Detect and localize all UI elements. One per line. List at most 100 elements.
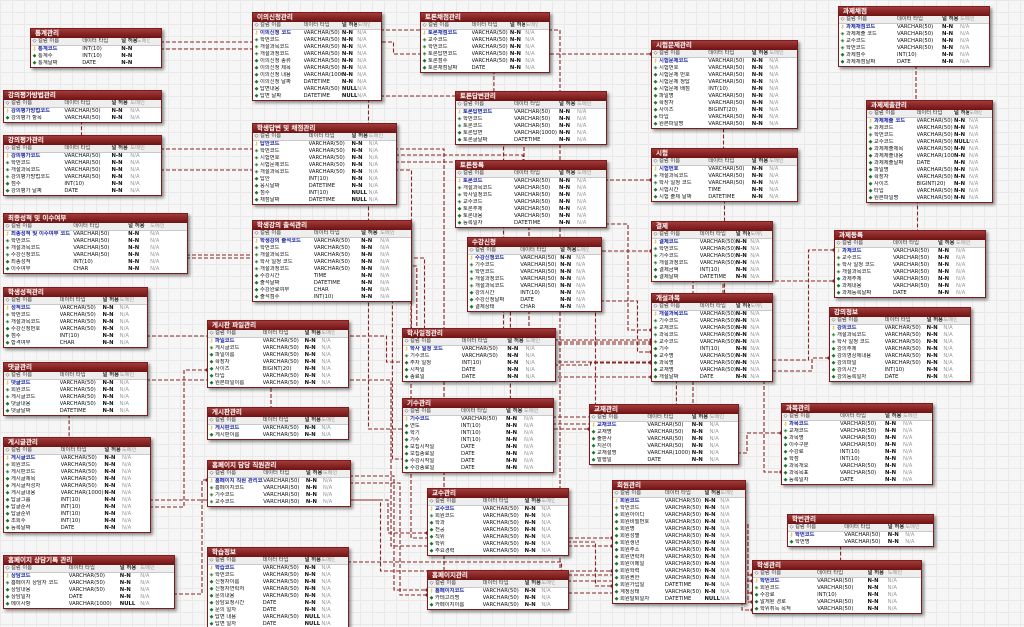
table-title[interactable]: 학생강의 출석관리: [253, 221, 411, 230]
table-title[interactable]: 과제등록: [835, 231, 985, 240]
table-title[interactable]: 시험: [652, 149, 797, 158]
table-title[interactable]: 게시글관리: [4, 438, 150, 447]
table-title[interactable]: 학생답변 및 채점관리: [253, 124, 396, 133]
table-title[interactable]: 통계관리: [31, 29, 161, 38]
table-title[interactable]: 학사일정관리: [403, 329, 555, 338]
table-title[interactable]: 강의평가방법관리: [4, 91, 161, 100]
table-title[interactable]: 과제채점: [839, 7, 989, 16]
table-title[interactable]: 교재관리: [590, 405, 738, 414]
table-title[interactable]: 학생관리: [753, 561, 921, 570]
table-title[interactable]: 학습정보: [208, 548, 348, 557]
table-title[interactable]: 게시판 파일관리: [208, 321, 348, 330]
table-title[interactable]: 수강신청: [468, 238, 601, 247]
table-title[interactable]: 교수관리: [428, 489, 568, 498]
table-title[interactable]: 토론등록: [456, 161, 606, 170]
